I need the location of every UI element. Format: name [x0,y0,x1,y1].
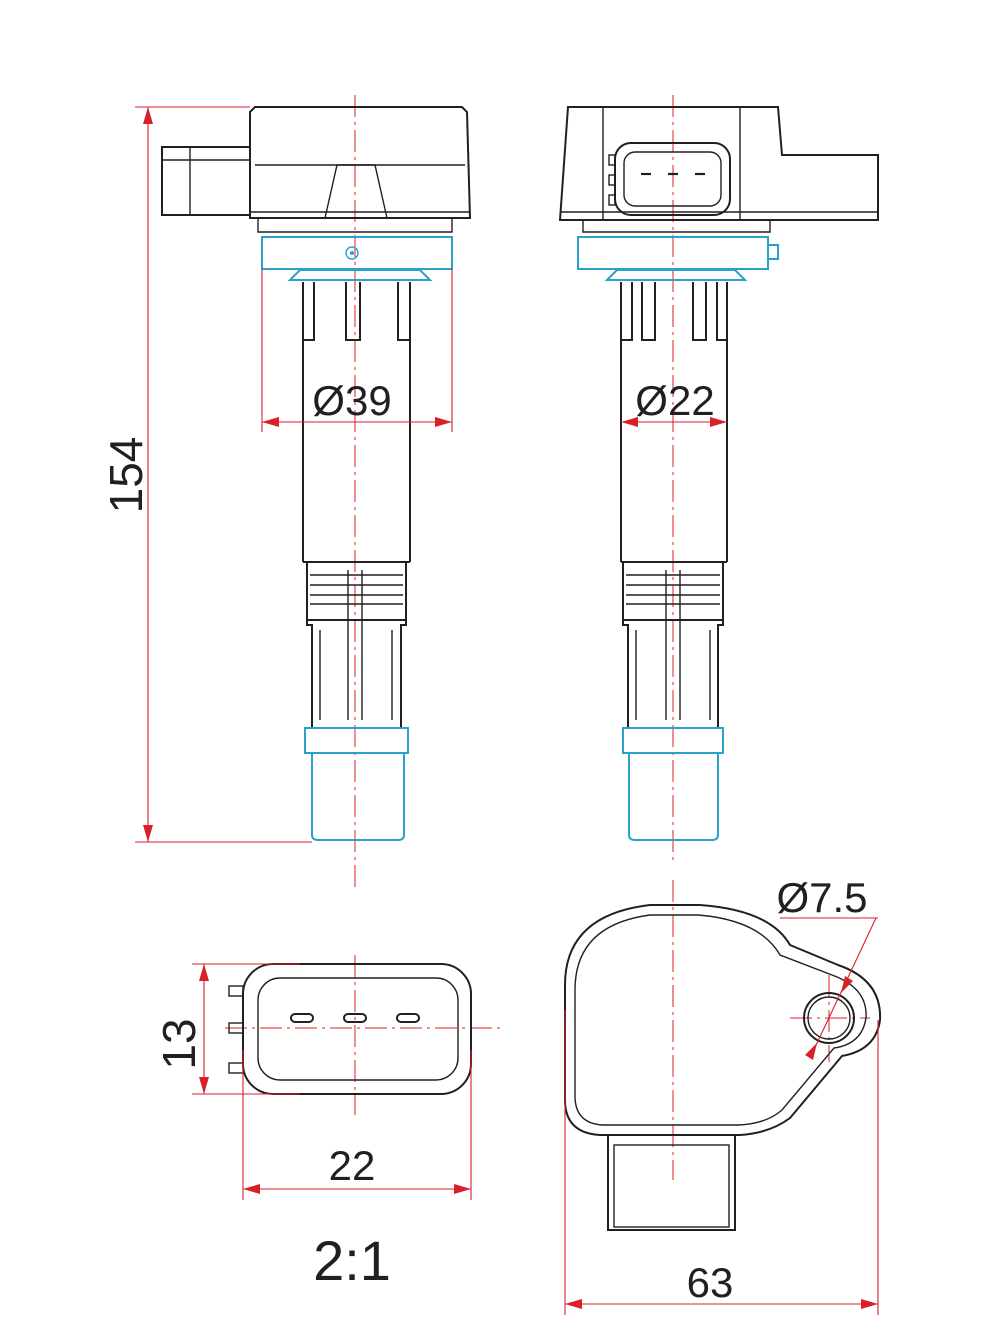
flange-width-label: 63 [687,1259,734,1306]
connector-width-label: 22 [329,1142,376,1189]
coil-top-view [564,904,882,1231]
diameter-right-label: Ø22 [635,377,714,424]
dimension-labels: 154 Ø39 Ø22 Ø7.5 13 22 63 2:1 [100,377,868,1306]
coil-side-view-left [161,106,472,841]
hole-diameter-label: Ø7.5 [776,874,867,921]
center-lines [225,95,870,1180]
total-length-label: 154 [100,437,152,514]
scale-label: 2:1 [313,1229,391,1292]
connector-front-view [228,963,472,1095]
coil-side-view-right [558,106,879,841]
dimension-lines [135,106,879,1315]
connector-height-label: 13 [153,1018,205,1069]
diameter-left-label: Ø39 [312,377,391,424]
